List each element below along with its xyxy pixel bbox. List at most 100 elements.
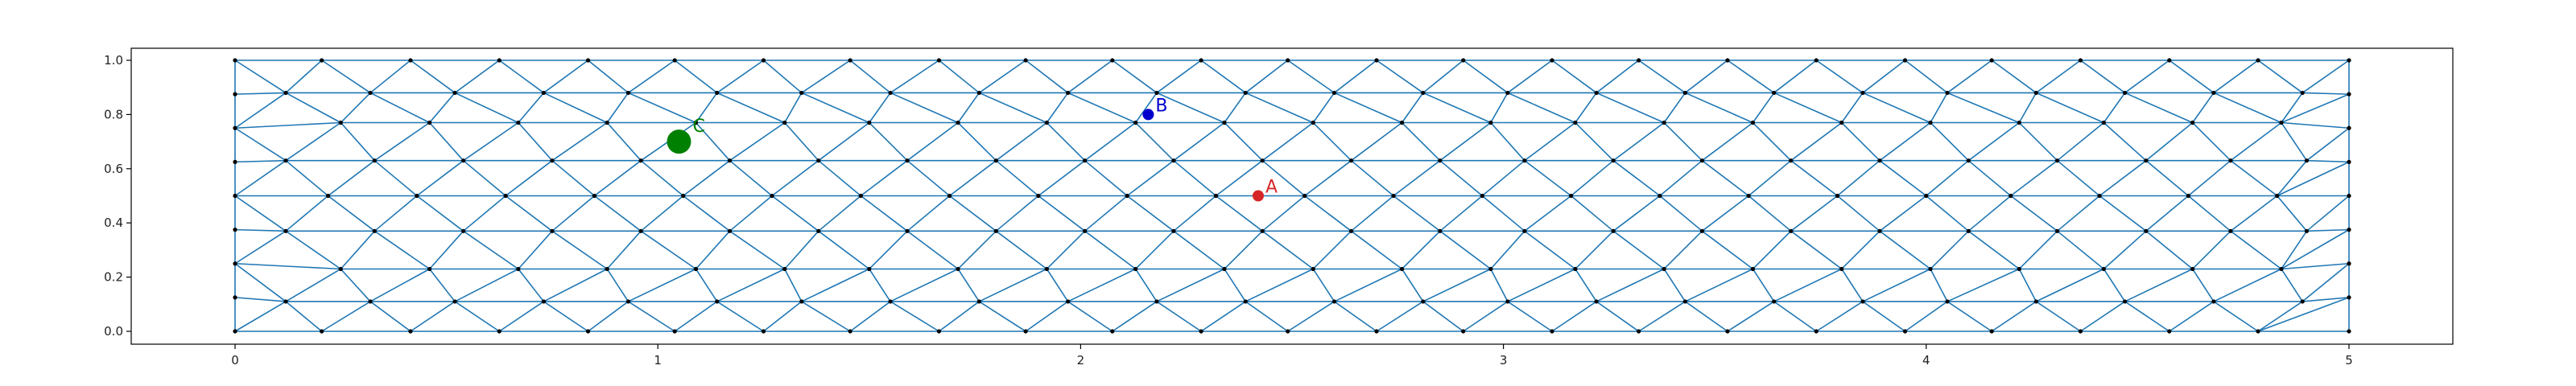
mesh-edge-397	[1393, 159, 1441, 197]
mesh-edge-346	[1350, 121, 1403, 162]
mesh-edge-497	[1401, 230, 1441, 270]
mesh-edge-517	[2281, 230, 2308, 270]
mesh-edge-265	[2168, 60, 2215, 94]
mesh-edge-301	[1575, 92, 1597, 124]
mesh-node-169	[1662, 266, 1666, 272]
mesh-edge-314	[2124, 92, 2194, 124]
mesh-node-145	[1789, 228, 1794, 233]
mesh-node-60	[1044, 120, 1049, 125]
mesh-node-134	[816, 228, 821, 233]
mesh-node-171	[1839, 266, 1844, 272]
mesh-edge-276	[454, 92, 519, 124]
mesh-edge-501	[1575, 230, 1614, 270]
mesh-edge-418	[2276, 161, 2350, 197]
mesh-edge-411	[2010, 159, 2058, 197]
mesh-edge-289	[1046, 92, 1069, 124]
mesh-edge-597	[1376, 301, 1424, 332]
mesh-edge-405	[1748, 159, 1792, 197]
mesh-edge-395	[1303, 159, 1352, 197]
mesh-node-208	[585, 329, 591, 334]
y-tick-label-4: 0.8	[104, 107, 123, 121]
mesh-node-189	[1154, 299, 1159, 304]
mesh-edge-448	[1439, 195, 1484, 232]
mesh-edge-576	[454, 301, 501, 332]
point-a-marker	[1252, 190, 1264, 202]
mesh-edge-315	[2191, 92, 2215, 124]
mesh-node-133	[727, 228, 733, 233]
mesh-edge-396	[1350, 159, 1394, 197]
mesh-edge-554	[1684, 268, 1754, 302]
mesh-node-179	[283, 299, 288, 304]
mesh-node-140	[1348, 228, 1354, 233]
mesh-edge-349	[1490, 121, 1525, 162]
mesh-node-85	[993, 158, 998, 163]
mesh-node-116	[1480, 193, 1484, 199]
mesh-edge-350	[1524, 121, 1576, 162]
mesh-edge-255	[1727, 60, 1775, 94]
mesh-edge-357	[1840, 121, 1880, 162]
mesh-edge-455	[1748, 195, 1792, 232]
mesh-node-121	[1924, 193, 1929, 199]
mesh-edge-234	[800, 60, 851, 94]
mesh-edge-392	[1173, 159, 1217, 197]
mesh-edge-610	[1946, 301, 1993, 332]
marked-points: ABC	[667, 96, 1278, 202]
mesh-edge-566	[2213, 268, 2282, 302]
mesh-edge-384	[817, 159, 862, 197]
x-tick-label-1: 1	[654, 353, 662, 368]
mesh-node-180	[368, 299, 373, 304]
mesh-node-19	[1902, 58, 1908, 63]
mesh-node-206	[408, 329, 413, 334]
mesh-node-204	[233, 329, 237, 334]
mesh-node-97	[2055, 158, 2060, 163]
mesh-edge-553	[1663, 268, 1686, 302]
mesh-edge-383	[771, 159, 819, 197]
mesh-node-12	[1286, 58, 1290, 63]
mesh-node-162	[1044, 266, 1049, 272]
mesh-edge-374	[374, 159, 418, 197]
mesh-edge-377	[505, 159, 553, 197]
mesh-edge-258	[1862, 60, 1906, 94]
mesh-edge-222	[285, 60, 323, 94]
mesh-edge-147	[234, 262, 342, 270]
mesh-node-96	[1966, 158, 1971, 163]
mesh-node-220	[1637, 329, 1641, 334]
mesh-node-40	[1505, 90, 1510, 96]
mesh-node-58	[867, 120, 872, 125]
mesh-edge-367	[2281, 121, 2308, 162]
mesh-edge-480	[640, 230, 697, 270]
mesh-edge-487	[957, 230, 997, 270]
mesh-edge-422	[285, 195, 329, 232]
mesh-node-38	[1331, 90, 1337, 96]
mesh-edge-606	[1773, 301, 1818, 332]
mesh-edge-313	[2103, 92, 2126, 124]
mesh-edge-359	[1930, 121, 1970, 162]
mesh-node-70	[1928, 120, 1933, 125]
mesh-node-92	[1611, 158, 1616, 163]
mesh-node-185	[799, 299, 804, 304]
mesh-edge-404	[1701, 159, 1750, 197]
mesh-edge-534	[800, 268, 870, 302]
mesh-edge-290	[1067, 92, 1137, 124]
mesh-edge-268	[2301, 60, 2350, 94]
mesh-node-4	[585, 58, 591, 63]
mesh-edge-472	[285, 230, 342, 270]
mesh-node-108	[770, 193, 774, 199]
mesh-edge-266	[2213, 60, 2259, 94]
mesh-edge-338	[995, 121, 1048, 162]
mesh-edge-495	[1312, 230, 1352, 270]
mesh-node-15	[1550, 58, 1554, 63]
mesh-edge-97	[2306, 159, 2350, 163]
mesh-edge-324	[374, 121, 431, 162]
mesh-edge-491	[1134, 230, 1174, 270]
mesh-edge-452	[1612, 195, 1661, 232]
mesh-edge-245	[1286, 60, 1335, 94]
mesh-edge-417	[2276, 159, 2308, 197]
mesh-node-214	[1110, 329, 1115, 334]
mesh-edge-484	[817, 230, 870, 270]
mesh-edge-292	[1156, 92, 1225, 124]
mesh-node-178	[233, 295, 237, 300]
mesh-edge-512	[2056, 230, 2105, 270]
mesh-edge-237	[938, 60, 980, 94]
mesh-node-166	[1399, 266, 1405, 272]
